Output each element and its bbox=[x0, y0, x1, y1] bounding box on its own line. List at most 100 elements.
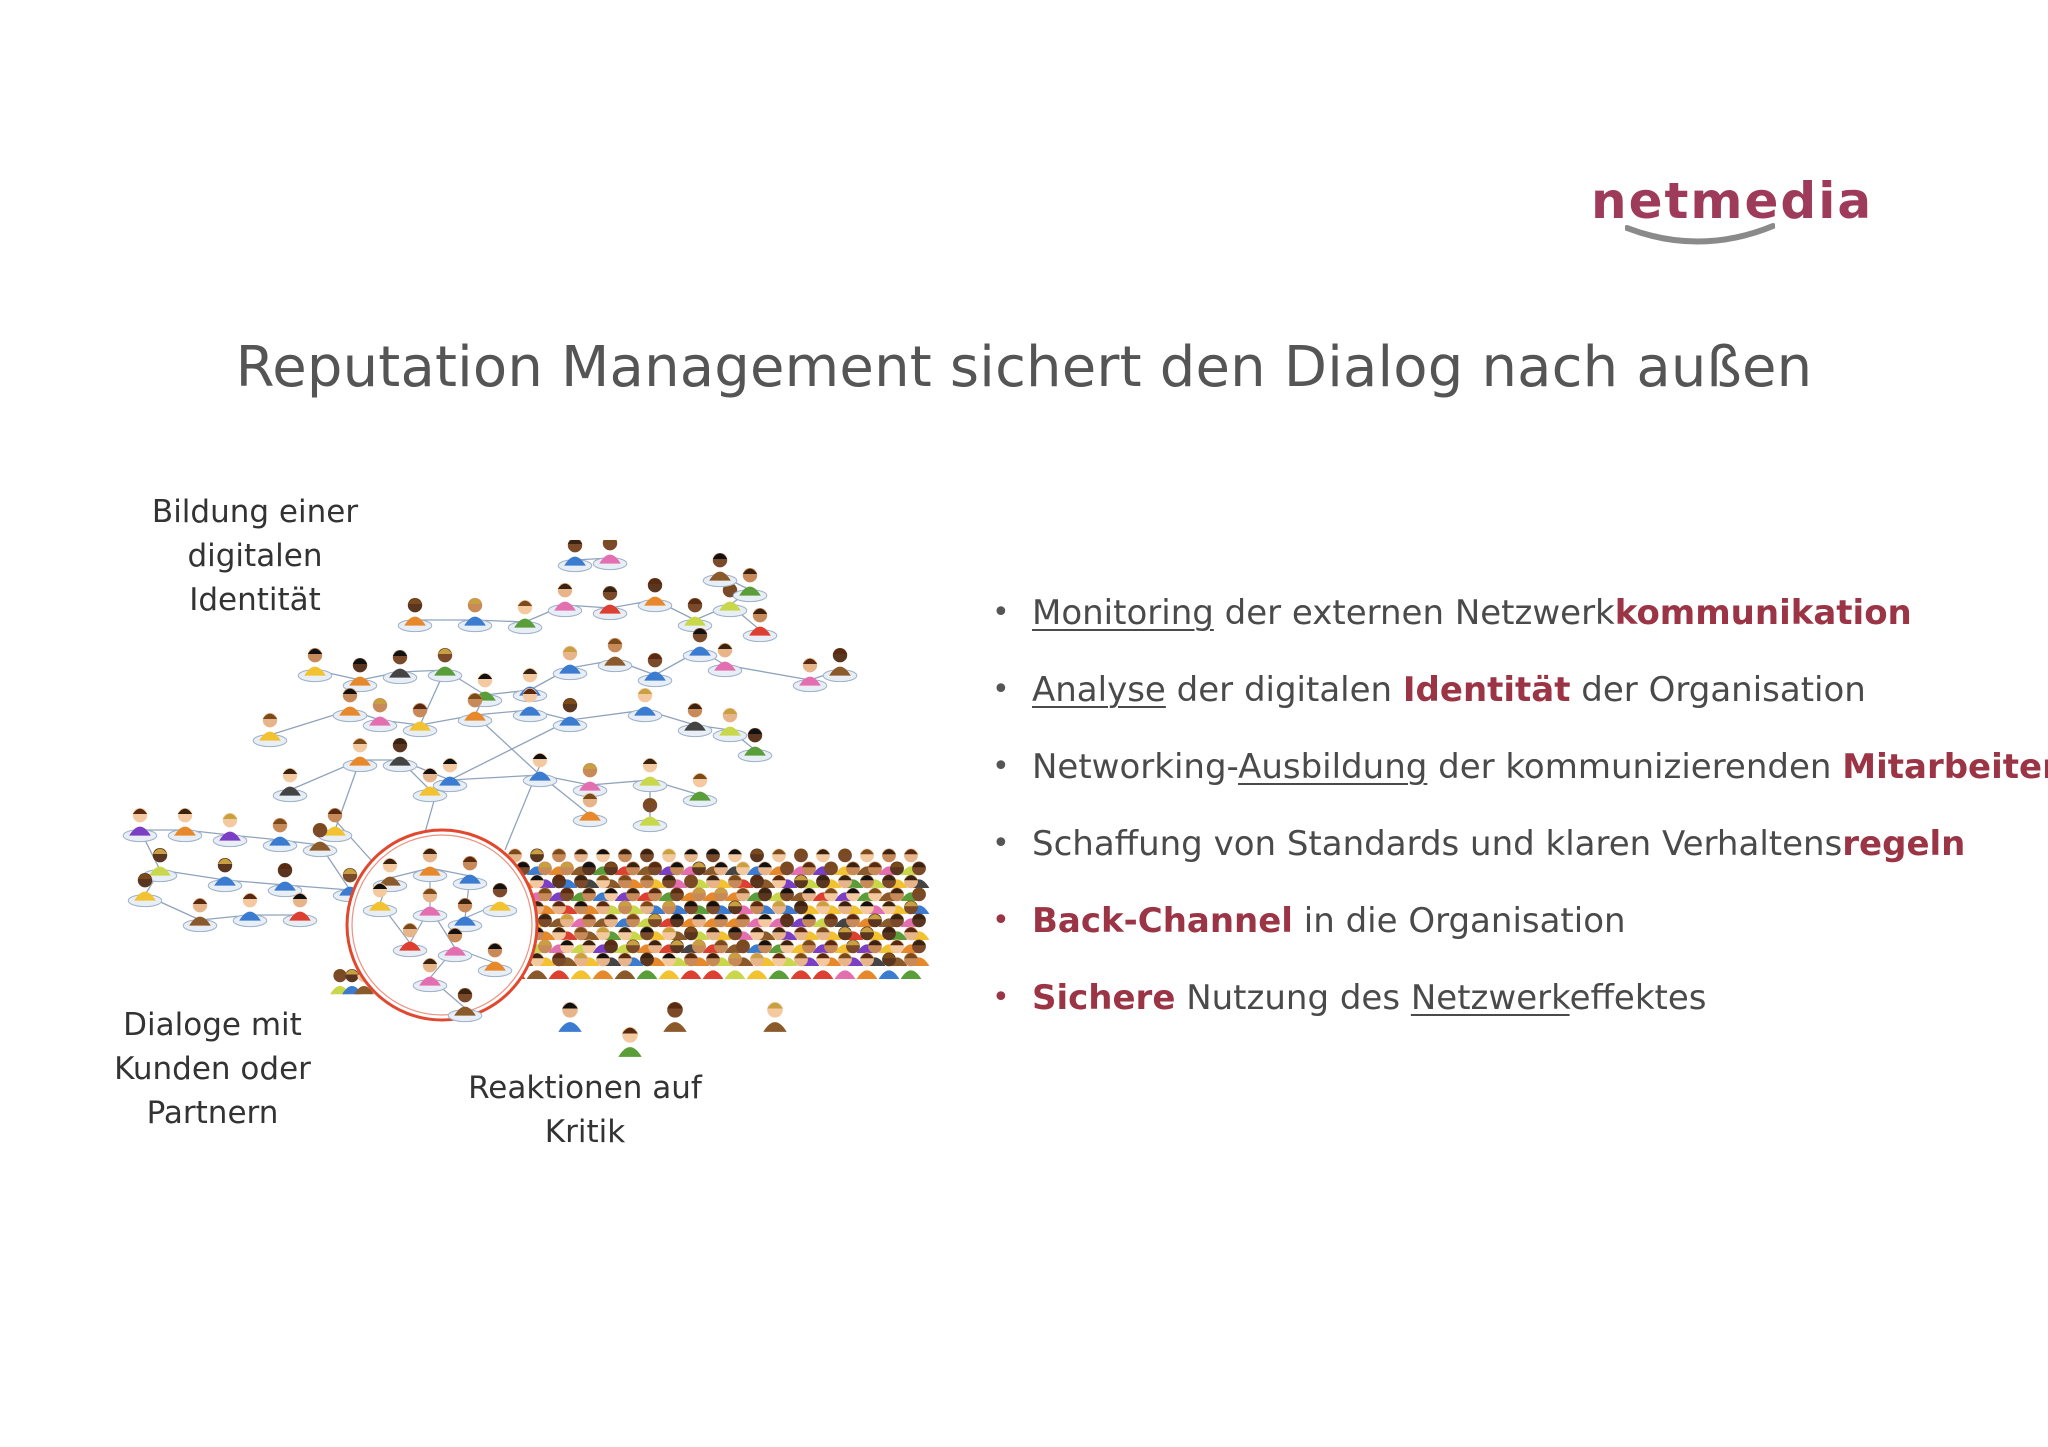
bullet-item: • Sichere Nutzung des Netzwerkeffektes bbox=[990, 967, 2040, 1044]
label-line: Bildung einer bbox=[151, 494, 359, 530]
bullet-text-segment: Back-Channel bbox=[1032, 901, 1293, 941]
person-icon bbox=[282, 893, 318, 928]
bullet-text-segment: Ausbildung bbox=[1238, 747, 1428, 787]
person-icon bbox=[763, 1002, 787, 1032]
label-digital-identity: Bildung einer digitalen Identität bbox=[150, 490, 360, 622]
person-icon bbox=[432, 758, 468, 793]
bullet-text-segment: Sichere bbox=[1032, 978, 1176, 1018]
bullet-text-segment: der digitalen bbox=[1165, 670, 1403, 710]
person-icon bbox=[812, 952, 834, 979]
network-people bbox=[122, 540, 858, 933]
person-icon bbox=[402, 703, 438, 738]
bullet-text-segment: Netzwerk bbox=[1410, 978, 1570, 1018]
bullet-text-segment: regeln bbox=[1842, 824, 1966, 864]
person-icon bbox=[342, 738, 378, 773]
label-line: digitalen bbox=[187, 538, 323, 574]
person-icon bbox=[707, 643, 743, 678]
label-line: Kunden oder bbox=[114, 1051, 311, 1087]
person-icon bbox=[702, 848, 724, 875]
person-icon bbox=[742, 608, 778, 643]
logo-wordmark: netmedia bbox=[1591, 172, 1874, 230]
label-critique: Reaktionen auf Kritik bbox=[468, 1070, 702, 1150]
person-icon bbox=[207, 858, 243, 893]
bullet-dot: • bbox=[992, 672, 1010, 707]
person-icon bbox=[618, 1027, 642, 1057]
person-icon bbox=[457, 598, 493, 633]
person-icon bbox=[382, 738, 418, 773]
person-icon bbox=[548, 848, 570, 875]
person-icon bbox=[627, 688, 663, 723]
person-icon bbox=[572, 793, 608, 828]
person-icon bbox=[392, 923, 428, 958]
person-icon bbox=[864, 913, 886, 940]
person-icon bbox=[547, 583, 583, 618]
person-icon bbox=[680, 952, 702, 979]
logo-swoosh-icon bbox=[1625, 223, 1775, 245]
person-icon bbox=[682, 773, 718, 808]
person-icon bbox=[526, 952, 548, 979]
person-icon bbox=[702, 952, 724, 979]
person-icon bbox=[212, 813, 248, 848]
bullet-text-segment: der Organisation bbox=[1570, 670, 1866, 710]
person-icon bbox=[558, 1002, 582, 1032]
person-icon bbox=[677, 598, 713, 633]
person-icon bbox=[267, 863, 303, 898]
person-icon bbox=[342, 658, 378, 693]
label-dialogs: Dialoge mit Kunden oder Partnern bbox=[110, 1003, 315, 1135]
person-icon bbox=[592, 540, 628, 571]
bullet-text-segment: effektes bbox=[1569, 978, 1707, 1018]
person-icon bbox=[447, 988, 483, 1023]
person-icon bbox=[262, 818, 298, 853]
bullet-text-segment: Identität bbox=[1402, 670, 1571, 710]
person-icon bbox=[362, 698, 398, 733]
label-line: Dialoge mit bbox=[123, 1007, 302, 1043]
bullet-dot: • bbox=[992, 903, 1010, 938]
person-icon bbox=[724, 952, 746, 979]
person-icon bbox=[548, 952, 570, 979]
bullet-text-segment: Monitoring bbox=[1032, 593, 1214, 633]
person-icon bbox=[614, 952, 636, 979]
crowd bbox=[330, 848, 930, 995]
person-icon bbox=[680, 926, 702, 953]
person-icon bbox=[737, 728, 773, 763]
person-icon bbox=[182, 898, 218, 933]
person-icon bbox=[512, 688, 548, 723]
person-icon bbox=[677, 703, 713, 738]
bullet-dot: • bbox=[992, 980, 1010, 1015]
person-icon bbox=[362, 883, 398, 918]
bullet-text-segment: Nutzung des bbox=[1175, 978, 1411, 1018]
person-icon bbox=[552, 646, 588, 681]
bullet-text-segment: Networking- bbox=[1032, 747, 1239, 787]
person-icon bbox=[878, 848, 900, 875]
person-icon bbox=[768, 848, 790, 875]
bullet-dot: • bbox=[992, 595, 1010, 630]
person-icon bbox=[477, 943, 513, 978]
person-icon bbox=[746, 952, 768, 979]
person-icon bbox=[702, 553, 738, 588]
person-icon bbox=[632, 758, 668, 793]
person-icon bbox=[232, 893, 268, 928]
person-icon bbox=[592, 586, 628, 621]
person-icon bbox=[658, 952, 680, 979]
person-icon bbox=[332, 688, 368, 723]
person-icon bbox=[746, 848, 768, 875]
person-icon bbox=[776, 887, 798, 914]
person-icon bbox=[412, 888, 448, 923]
person-icon bbox=[122, 808, 158, 843]
person-icon bbox=[820, 887, 842, 914]
bullet-item: •Networking-Ausbildung der kommunizieren… bbox=[990, 736, 2048, 813]
bullet-text-segment: in die Organisation bbox=[1292, 901, 1626, 941]
bullet-item: •Schaffung von Standards und klaren Verh… bbox=[990, 813, 2040, 890]
person-icon bbox=[167, 808, 203, 843]
label-line: Partnern bbox=[146, 1095, 279, 1131]
person-icon bbox=[637, 578, 673, 613]
person-icon bbox=[142, 848, 178, 883]
person-icon bbox=[382, 650, 418, 685]
bullet-text-segment: Analyse bbox=[1032, 670, 1166, 710]
person-icon bbox=[632, 798, 668, 833]
person-icon bbox=[412, 768, 448, 803]
person-icon bbox=[572, 763, 608, 798]
person-icon bbox=[636, 952, 658, 979]
person-icon bbox=[412, 958, 448, 993]
